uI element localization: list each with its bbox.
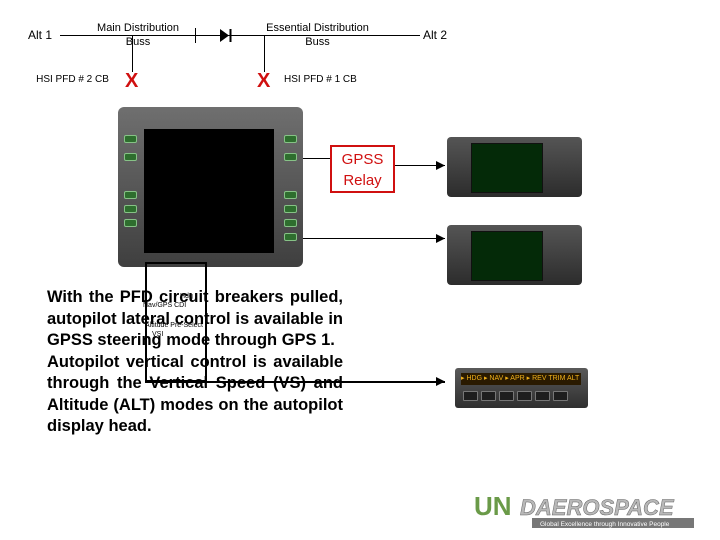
breaker-open-mark-essential: X	[257, 70, 270, 93]
buss-tick	[195, 28, 196, 43]
und-aerospace-logo: UN DAEROSPACE Global Excellence through …	[470, 487, 700, 532]
pfd-to-gps2-wire	[303, 238, 445, 239]
overlay-altitude-label: Altitude Pre-Select	[145, 322, 203, 329]
und-aerospace-logo-graphic: UN DAEROSPACE Global Excellence through …	[470, 487, 700, 532]
autopilot-button[interactable]	[553, 391, 568, 401]
pfd-softkey[interactable]	[284, 191, 297, 199]
breaker-open-mark-main: X	[125, 70, 138, 93]
arrow-right-icon	[436, 233, 446, 244]
pfd-softkey[interactable]	[284, 205, 297, 213]
gps2-unit	[447, 225, 582, 285]
overlay-navgps-label: Nav/GPS CDI	[143, 302, 186, 309]
autopilot-button[interactable]	[535, 391, 550, 401]
pfd-softkey[interactable]	[124, 191, 137, 199]
overlay-vsi-label: VSI	[152, 331, 163, 338]
diode-icon	[218, 28, 234, 43]
gps1-screen	[471, 143, 543, 193]
pfd-softkey[interactable]	[124, 153, 137, 161]
main-buss-bar	[60, 35, 420, 36]
svg-text:DAEROSPACE: DAEROSPACE	[520, 495, 675, 520]
autopilot-button[interactable]	[463, 391, 478, 401]
alt1-label: Alt 1	[20, 28, 60, 43]
autopilot-button[interactable]	[481, 391, 496, 401]
pfd-softkey[interactable]	[284, 153, 297, 161]
pfd-softkey[interactable]	[284, 219, 297, 227]
autopilot-display-screen: ▸ HDG ▸ NAV ▸ APR ▸ REV TRIM ALT VS	[461, 373, 581, 385]
pfd-display-unit	[118, 107, 303, 267]
autopilot-display-head: ▸ HDG ▸ NAV ▸ APR ▸ REV TRIM ALT VS	[455, 368, 588, 408]
overlay-heading-label: Hdg	[180, 293, 193, 300]
main-buss-drop	[132, 36, 133, 72]
pfd-screen	[144, 129, 274, 253]
essential-buss-drop	[264, 36, 265, 72]
hsi-pfd1-cb-label: HSI PFD # 1 CB	[284, 74, 369, 87]
explanation-text: With the PFD circuit breakers pulled, au…	[47, 287, 343, 438]
svg-text:Global Excellence through Inno: Global Excellence through Innovative Peo…	[540, 521, 670, 528]
pfd-to-relay-wire	[303, 158, 330, 159]
svg-text:UN: UN	[474, 491, 512, 521]
autopilot-button[interactable]	[517, 391, 532, 401]
arrow-right-icon	[436, 160, 446, 171]
alt2-label: Alt 2	[415, 28, 455, 43]
pfd-softkey[interactable]	[284, 233, 297, 241]
pfd-softkey[interactable]	[124, 205, 137, 213]
gps1-unit	[447, 137, 582, 197]
pfd-softkey[interactable]	[124, 219, 137, 227]
pfd-softkey[interactable]	[124, 135, 137, 143]
pfd-softkey[interactable]	[284, 135, 297, 143]
hsi-pfd2-cb-label: HSI PFD # 2 CB	[30, 74, 115, 87]
autopilot-button[interactable]	[499, 391, 514, 401]
loop-top-wire	[145, 262, 207, 264]
explanation-paragraph-2: Autopilot vertical control is available …	[47, 352, 343, 438]
explanation-paragraph-1: With the PFD circuit breakers pulled, au…	[47, 287, 343, 352]
gps2-screen	[471, 231, 543, 281]
